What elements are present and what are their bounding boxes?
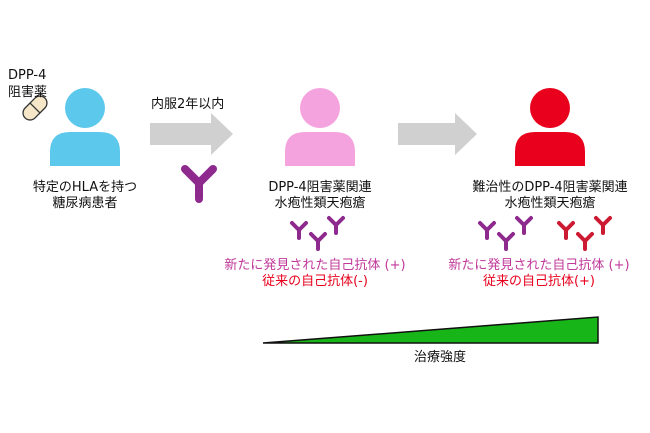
refractory-label-line1: 難治性のDPP-4阻害薬関連 xyxy=(472,180,628,195)
treatment-intensity-label: 治療強度 xyxy=(413,350,466,365)
pemphigoid-label: DPP-4阻害薬関連 水疱性類天疱瘡 xyxy=(245,180,395,212)
arrow-icon xyxy=(398,113,477,155)
treatment-intensity-wedge xyxy=(262,316,599,344)
new-antibody-cluster xyxy=(290,216,345,251)
new-antibody-cluster xyxy=(478,216,533,251)
mid-antibody-status: 新たに発見された自己抗体 (+) 従来の自己抗体(-) xyxy=(200,258,430,290)
antibody-icon xyxy=(185,169,213,199)
refractory-label: 難治性のDPP-4阻害薬関連 水疱性類天疱瘡 xyxy=(445,180,650,212)
patient-label-line1: 特定のHLAを持つ xyxy=(32,180,138,195)
pemphigoid-person-icon xyxy=(285,88,355,166)
classic-antibody-cluster xyxy=(557,216,612,251)
right-classic-antibody-text: 従来の自己抗体(+) xyxy=(482,274,596,289)
arrow-duration-label: 内服2年以内 xyxy=(151,97,225,112)
refractory-person-icon xyxy=(515,88,585,166)
right-new-antibody-text: 新たに発見された自己抗体 (+) xyxy=(448,258,630,273)
pemphigoid-label-line1: DPP-4阻害薬関連 xyxy=(268,180,372,195)
mid-classic-antibody-text: 従来の自己抗体(-) xyxy=(262,274,368,289)
drug-label-line1: DPP-4 xyxy=(8,68,47,83)
patient-label: 特定のHLAを持つ 糖尿病患者 xyxy=(15,180,155,212)
pill-icon xyxy=(22,95,48,121)
drug-label-line2: 阻害薬 xyxy=(8,85,48,100)
patient-label-line2: 糖尿病患者 xyxy=(52,196,118,211)
right-antibody-status: 新たに発見された自己抗体 (+) 従来の自己抗体(+) xyxy=(428,258,650,290)
refractory-label-line2: 水疱性類天疱瘡 xyxy=(504,196,596,211)
mid-new-antibody-text: 新たに発見された自己抗体 (+) xyxy=(224,258,406,273)
arrow-icon xyxy=(150,113,233,155)
patient-person-icon xyxy=(50,88,120,166)
pemphigoid-label-line2: 水疱性類天疱瘡 xyxy=(274,196,366,211)
